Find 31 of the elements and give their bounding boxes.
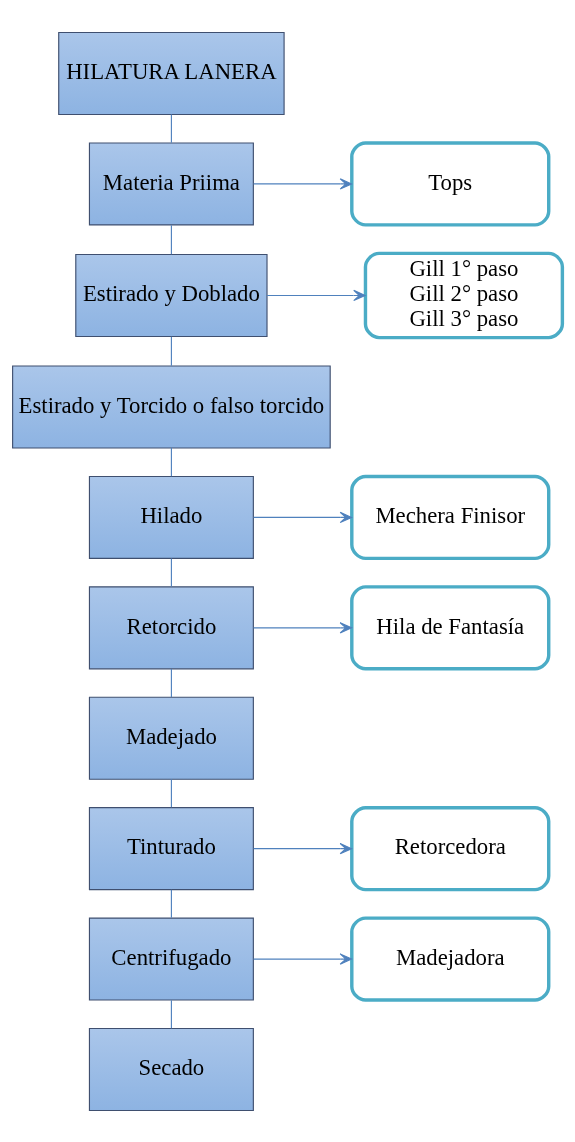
node-box: Hila de Fantasía (350, 584, 551, 671)
node-box: Estirado y Doblado (75, 253, 268, 337)
connector (170, 224, 172, 255)
node-box: Materia Priima (88, 141, 254, 225)
node-box: Madejado (88, 696, 254, 780)
node-box: Retorcedora (350, 805, 551, 891)
node-box: Retorcido (88, 585, 254, 669)
connector (170, 335, 172, 366)
node-box: Estirado y Torcido o falso torcido (12, 365, 331, 449)
arrow (253, 842, 353, 854)
connector (170, 778, 172, 808)
connector (170, 557, 172, 587)
node-box: Tops (350, 140, 551, 227)
node-box: Centrifugado (88, 917, 254, 1001)
arrow (253, 511, 353, 523)
arrow (266, 289, 366, 301)
arrow (253, 177, 353, 190)
connector (170, 667, 172, 698)
connector (170, 113, 172, 143)
connector (170, 447, 172, 477)
node-box: Hilado (88, 475, 254, 559)
connector (170, 888, 172, 918)
node-box: Madejadora (350, 915, 551, 1002)
arrow (253, 621, 353, 634)
node-box: Gill 1° paso Gill 2° paso Gill 3° paso (363, 251, 565, 339)
connector (170, 999, 172, 1029)
node-box: Secado (88, 1027, 254, 1111)
node-box: Mechera Finisor (350, 474, 551, 560)
node-box: HILATURA LANERA (58, 31, 285, 115)
arrow (253, 952, 353, 965)
node-box: Tinturado (88, 806, 254, 890)
